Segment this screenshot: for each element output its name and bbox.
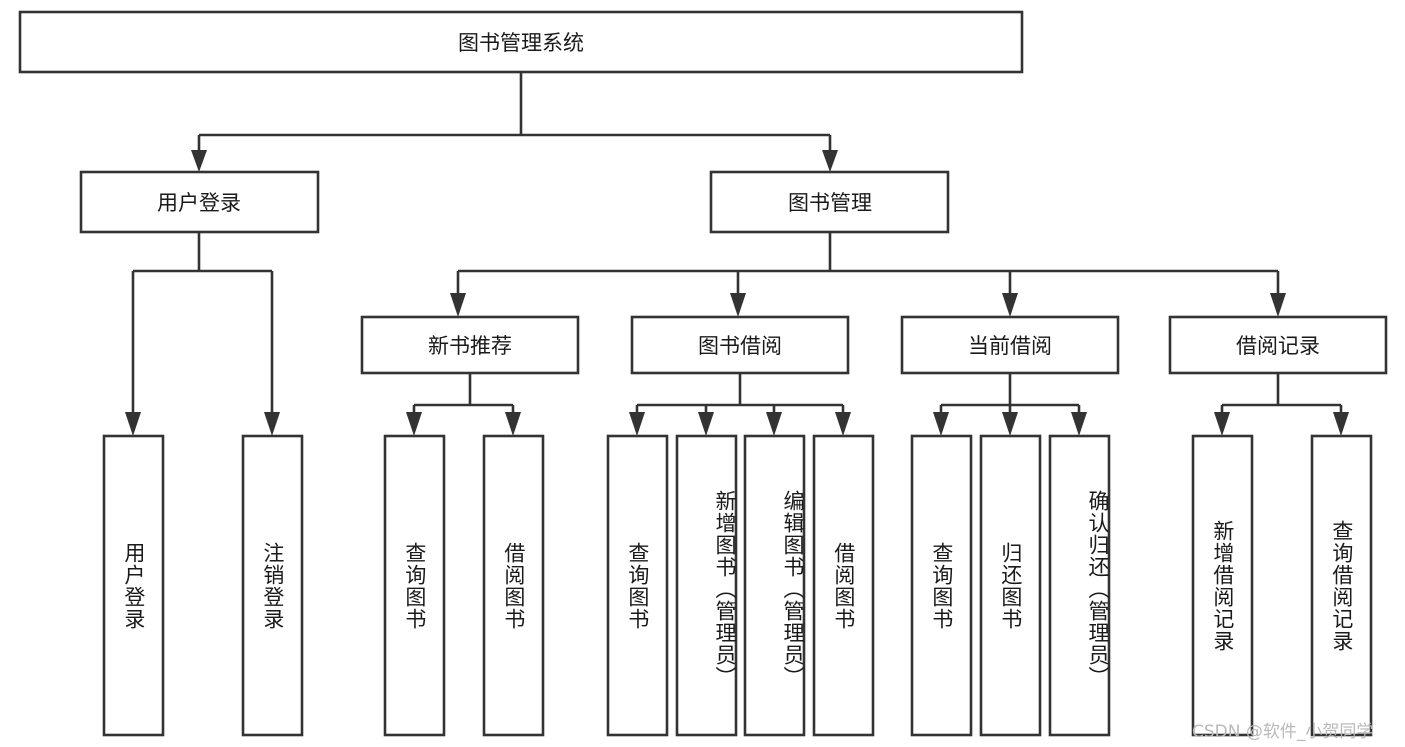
node-label-new-book-recommend: 新书推荐 [428,334,512,358]
arrow-to-leaf-edit-book [766,412,782,436]
nodes-layer: 图书管理系统 用户登录 图书管理 新书推荐 图书借阅 当前借阅 借阅记录 [18,10,1388,737]
edge-current-borrow-trunk [939,373,1081,416]
edge-book-management-trunk [456,232,1280,298]
arrow-to-leaf-return-book [1002,412,1018,436]
arrow-to-book-management [822,150,838,172]
node-box-leaf-logout-login[interactable] [241,434,304,737]
node-box-borrow-record[interactable] [1168,315,1388,375]
arrow-to-leaf-logout-login [264,412,280,436]
node-box-book-management[interactable] [709,170,950,234]
arrow-to-leaf-borrow-book-1 [505,412,521,436]
node-box-current-borrow[interactable] [900,315,1120,375]
edge-user-login-trunk [131,232,274,416]
edge-new-book-recommend-trunk [412,373,515,416]
arrow-to-leaf-borrow-book-2 [835,412,851,436]
arrow-to-leaf-query-book-2 [629,412,645,436]
edges-layer [125,72,1349,436]
arrow-to-leaf-query-book-1 [406,412,422,436]
arrow-to-new-book-recommend [450,293,466,317]
arrow-to-borrow-record [1270,293,1286,317]
edge-book-borrow-trunk [635,373,845,416]
node-box-leaf-borrow-book-1[interactable] [482,434,545,737]
node-box-leaf-query-book-2[interactable] [606,434,669,737]
node-label-book-borrow: 图书借阅 [698,334,782,358]
arrow-to-current-borrow [1002,293,1018,317]
arrow-to-leaf-query-book-3 [933,412,949,436]
node-label-current-borrow: 当前借阅 [968,334,1052,358]
arrow-to-leaf-user-login [125,412,141,436]
edge-root-trunk [197,72,832,156]
watermark-text: CSDN @软件_小贺同学 [1192,722,1374,742]
node-box-leaf-add-record[interactable] [1191,434,1254,737]
arrow-to-user-login [191,150,207,172]
node-label-root: 图书管理系统 [458,31,584,55]
node-box-leaf-user-login[interactable] [102,434,165,737]
node-box-user-login[interactable] [79,170,320,234]
node-box-leaf-return-book[interactable] [979,434,1042,737]
arrow-to-leaf-add-book [698,412,714,436]
arrow-to-book-borrow [730,293,746,317]
node-box-book-borrow[interactable] [630,315,850,375]
node-label-borrow-record: 借阅记录 [1236,334,1320,358]
node-label-user-login: 用户登录 [157,191,241,215]
edge-borrow-record-trunk [1220,373,1343,416]
node-box-leaf-edit-book[interactable] [743,434,806,737]
node-box-leaf-query-record[interactable] [1310,434,1373,737]
arrow-to-leaf-query-record [1333,412,1349,436]
arrow-to-leaf-add-record [1214,412,1230,436]
node-box-root[interactable] [18,10,1024,74]
node-box-new-book-recommend[interactable] [360,315,580,375]
node-box-leaf-confirm-return[interactable] [1048,434,1111,737]
node-box-leaf-query-book-3[interactable] [910,434,973,737]
arrow-to-leaf-confirm-return [1071,412,1087,436]
node-label-book-management: 图书管理 [788,191,872,215]
node-box-leaf-borrow-book-2[interactable] [812,434,875,737]
node-box-leaf-add-book[interactable] [675,434,738,737]
node-box-leaf-query-book-1[interactable] [383,434,446,737]
